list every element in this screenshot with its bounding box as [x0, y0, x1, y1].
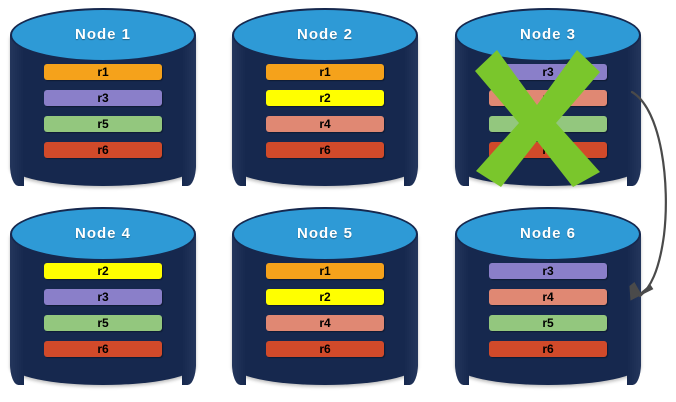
- record-bar-r4[interactable]: r4: [489, 90, 607, 106]
- node-cylinder-node-2[interactable]: Node 2 r1 r2 r4 r6: [232, 8, 418, 186]
- record-bar-r5[interactable]: r5: [44, 315, 162, 331]
- record-bar-r3[interactable]: r3: [489, 263, 607, 279]
- node-cylinder-node-3[interactable]: Node 3 r3 r4 r5 r6: [455, 8, 641, 186]
- record-bar-r3[interactable]: r3: [44, 90, 162, 106]
- record-bar-r4[interactable]: r4: [266, 116, 384, 132]
- node-label: Node 6: [519, 225, 576, 242]
- record-bar-r4[interactable]: r4: [489, 289, 607, 305]
- cylinder-left-shade: [232, 35, 246, 186]
- record-bar-r6[interactable]: r6: [489, 142, 607, 158]
- cylinder-top-ellipse: [232, 207, 418, 261]
- cylinder-right-shade: [627, 234, 641, 385]
- node-label: Node 1: [74, 26, 131, 43]
- cylinder-right-shade: [182, 35, 196, 186]
- record-bar-r5[interactable]: r5: [489, 315, 607, 331]
- cylinder-top-ellipse: [10, 8, 196, 62]
- cylinder-top-ellipse: [232, 8, 418, 62]
- record-bar-r3[interactable]: r3: [489, 64, 607, 80]
- cylinder-right-shade: [627, 35, 641, 186]
- cylinder-top-ellipse: [455, 207, 641, 261]
- cylinder-right-shade: [404, 234, 418, 385]
- record-bar-r1[interactable]: r1: [266, 64, 384, 80]
- cylinder-right-shade: [404, 35, 418, 186]
- record-bar-r1[interactable]: r1: [44, 64, 162, 80]
- cylinder-right-shade: [182, 234, 196, 385]
- node-cylinder-node-6[interactable]: Node 6 r3 r4 r5 r6: [455, 207, 641, 385]
- node-cylinder-node-1[interactable]: Node 1 r1 r3 r5 r6: [10, 8, 196, 186]
- node-cylinder-node-4[interactable]: Node 4 r2 r3 r5 r6: [10, 207, 196, 385]
- node-label: Node 4: [74, 225, 131, 242]
- cylinder-left-shade: [10, 35, 24, 186]
- cylinder-left-shade: [232, 234, 246, 385]
- record-bar-r6[interactable]: r6: [489, 341, 607, 357]
- cylinder-top-ellipse: [10, 207, 196, 261]
- record-bar-r1[interactable]: r1: [266, 263, 384, 279]
- node-cylinder-node-5[interactable]: Node 5 r1 r2 r4 r6: [232, 207, 418, 385]
- record-bar-r6[interactable]: r6: [44, 142, 162, 158]
- node-label: Node 5: [296, 225, 353, 242]
- record-bar-r2[interactable]: r2: [266, 289, 384, 305]
- record-bar-r5[interactable]: r5: [489, 116, 607, 132]
- record-bar-r2[interactable]: r2: [44, 263, 162, 279]
- cylinder-left-shade: [10, 234, 24, 385]
- record-bar-r4[interactable]: r4: [266, 315, 384, 331]
- record-bar-r5[interactable]: r5: [44, 116, 162, 132]
- record-bar-r6[interactable]: r6: [266, 142, 384, 158]
- record-bar-r6[interactable]: r6: [44, 341, 162, 357]
- cylinder-left-shade: [455, 35, 469, 186]
- record-bar-r2[interactable]: r2: [266, 90, 384, 106]
- record-bar-r3[interactable]: r3: [44, 289, 162, 305]
- node-label: Node 3: [519, 26, 576, 43]
- record-bar-r6[interactable]: r6: [266, 341, 384, 357]
- node-label: Node 2: [296, 26, 353, 43]
- cylinder-left-shade: [455, 234, 469, 385]
